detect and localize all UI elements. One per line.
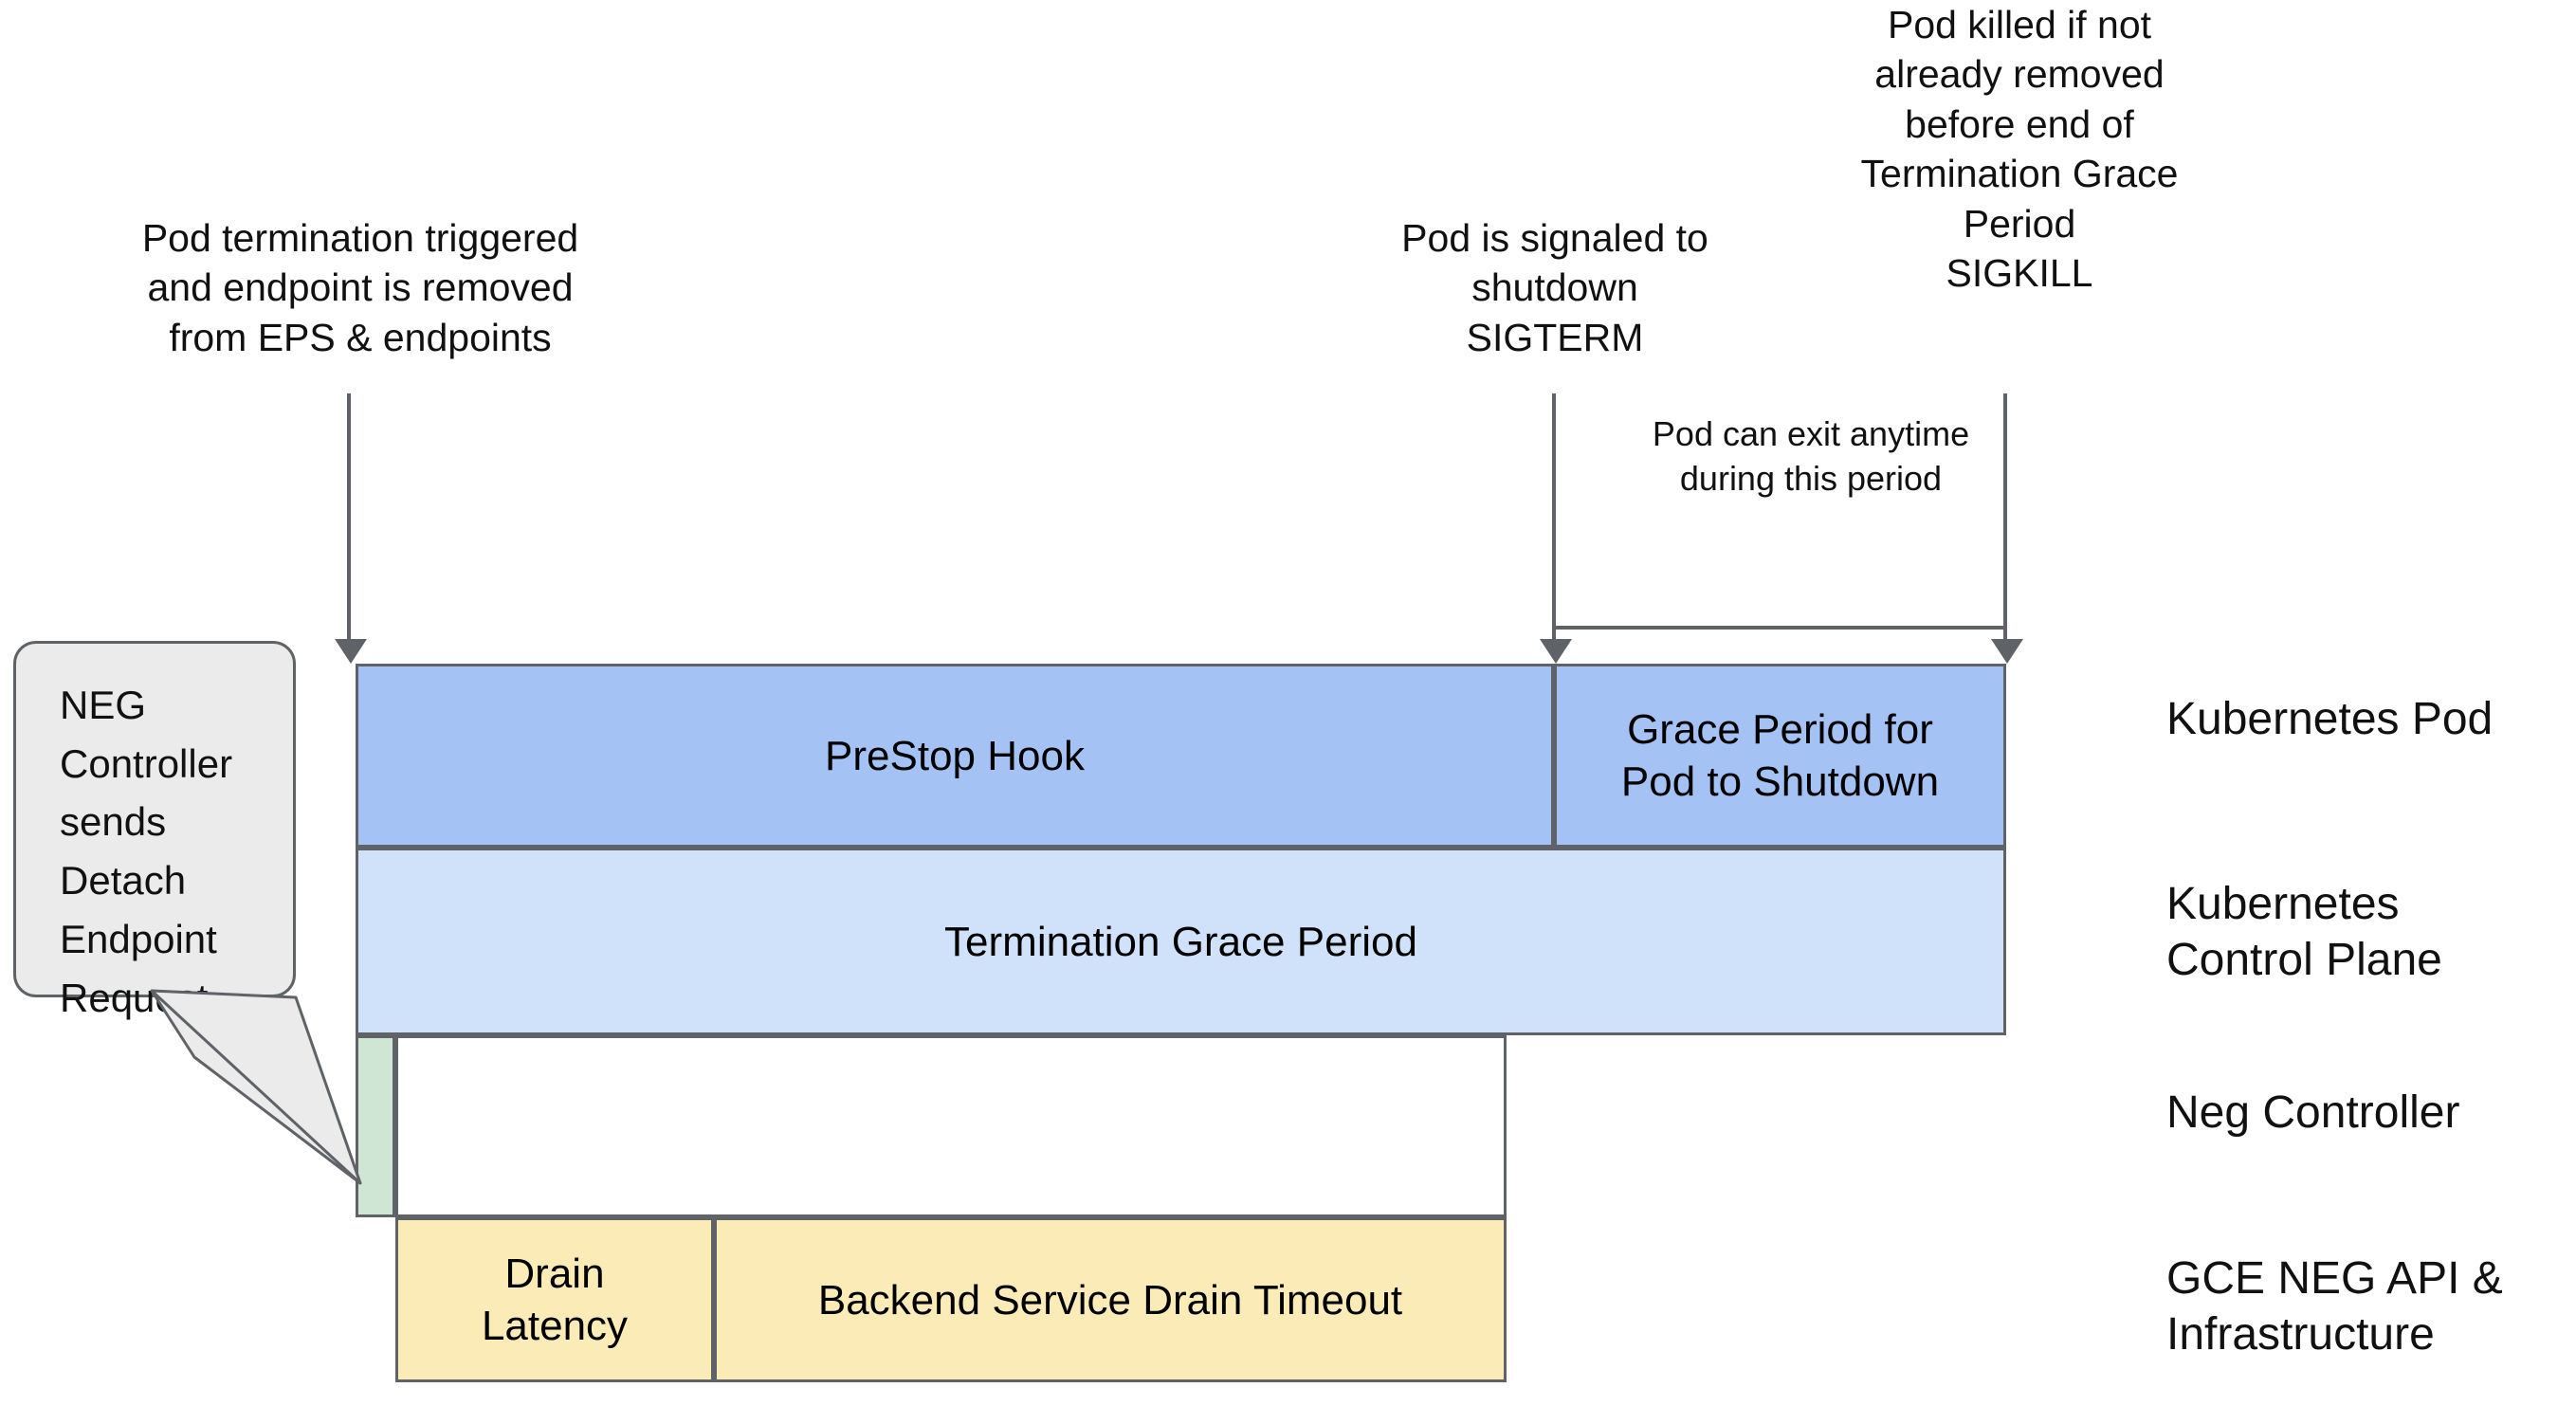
arrow-line-sigkill: [2003, 393, 2007, 642]
arrow-line-sigterm: [1552, 393, 1556, 642]
lane-label-kubernetes-pod: Kubernetes Pod: [2166, 694, 2494, 744]
lane-label-gce-neg-api-infrastructure: GCE NEG API & Infrastructure: [2166, 1253, 2503, 1360]
annotation-pod-termination-triggered: Pod termination triggered and endpoint i…: [141, 216, 579, 359]
bar-backend-service-drain-timeout: Backend Service Drain Timeout: [714, 1217, 1507, 1382]
arrow-head-sigkill: [1991, 639, 2023, 664]
arrow-head-pod-termination: [335, 639, 367, 664]
bar-prestop-hook: PreStop Hook: [356, 664, 1554, 848]
bar-neg-controller-remainder: [395, 1035, 1507, 1217]
bar-neg-detach-endpoint: [356, 1035, 395, 1217]
arrow-line-pod-termination: [347, 393, 351, 642]
bracket-connector-grace-period: [1554, 626, 2005, 630]
lane-label-kubernetes-control-plane: Kubernetes Control Plane: [2166, 879, 2442, 985]
bar-grace-period-for-pod-to-shutdown: Grace Period for Pod to Shutdown: [1554, 664, 2006, 848]
annotation-pod-killed-sigkill: Pod killed if not already removed before…: [1860, 3, 2179, 296]
lane-label-neg-controller: Neg Controller: [2166, 1087, 2460, 1138]
callout-neg-controller-detach-request: NEG Controller sends Detach Endpoint Req…: [13, 641, 296, 1020]
annotation-pod-can-exit-anytime: Pod can exit anytime during this period: [1652, 414, 1970, 498]
arrow-head-sigterm: [1540, 639, 1572, 664]
annotation-pod-signaled-shutdown: Pod is signaled to shutdown SIGTERM: [1401, 216, 1708, 359]
bar-termination-grace-period: Termination Grace Period: [356, 848, 2006, 1035]
bar-drain-latency: Drain Latency: [395, 1217, 714, 1382]
